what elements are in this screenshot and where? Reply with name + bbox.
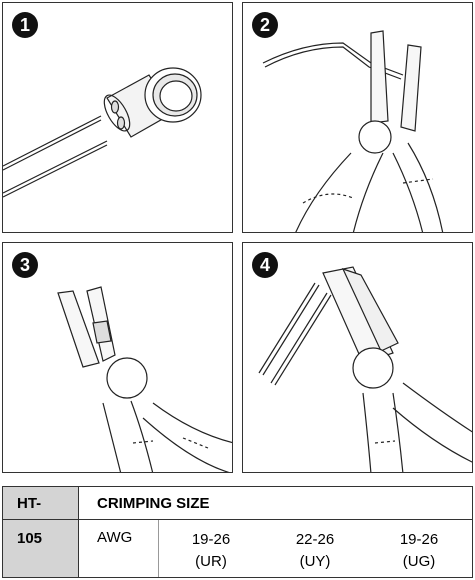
size-cell-ug: 19-26 (UG) — [367, 520, 471, 577]
size-cell-uy: 22-26 (UY) — [263, 520, 367, 577]
plier-open-illustration — [57, 286, 232, 472]
crimping-size-header: CRIMPING SIZE — [79, 487, 472, 520]
step-2-badge: 2 — [252, 12, 278, 38]
model-prefix: HT- — [3, 487, 79, 520]
crimping-size-table: HT- 105 CRIMPING SIZE AWG 19-26 (UR) 22-… — [2, 486, 473, 578]
step-2-panel: 2 — [242, 2, 473, 233]
step-4-panel: 4 — [242, 242, 473, 473]
step-1-badge: 1 — [12, 12, 38, 38]
model-number: 105 — [3, 520, 79, 577]
size-range: 19-26 — [191, 531, 231, 548]
step-1-panel: 1 — [2, 2, 233, 233]
step-3-badge: 3 — [12, 252, 38, 278]
plier-insert-illustration — [262, 30, 444, 232]
size-code: (UG) — [402, 553, 436, 570]
size-code: (UR) — [195, 553, 227, 570]
step-4-badge: 4 — [252, 252, 278, 278]
size-cell-ur: 19-26 (UR) — [159, 520, 263, 577]
plier-crimp-illustration — [258, 266, 472, 472]
step-3-panel: 3 — [2, 242, 233, 473]
size-range: 19-26 — [399, 531, 439, 548]
connector-illustration — [3, 67, 202, 198]
awg-label: AWG — [79, 520, 159, 577]
size-code: (UY) — [299, 553, 331, 570]
size-range: 22-26 — [295, 531, 335, 548]
